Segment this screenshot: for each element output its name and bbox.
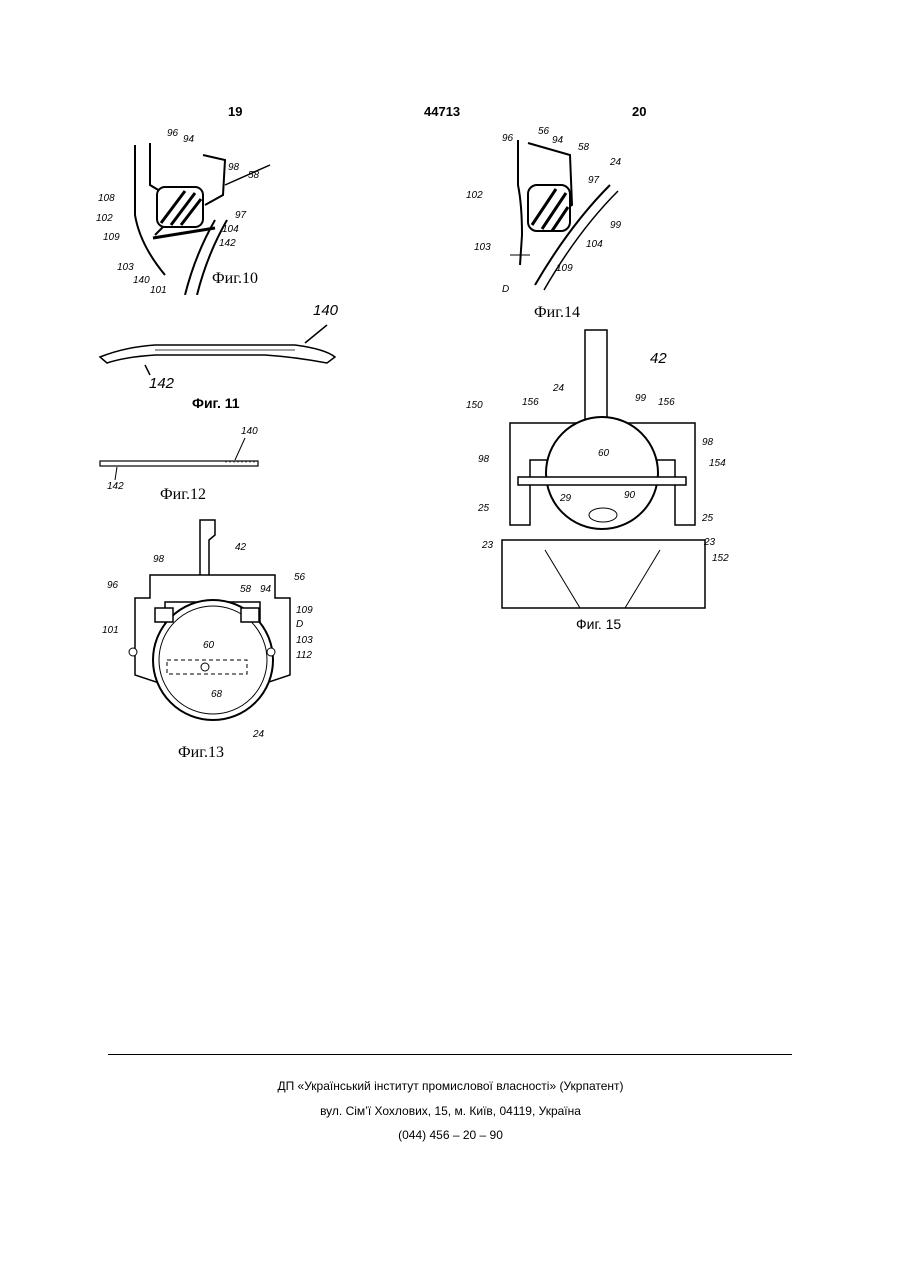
- fig10-label: 96: [167, 128, 179, 139]
- fig15-label: 24: [552, 383, 565, 394]
- figure-13-drawing: 42 98 96 58 94 56 109 101 D 103 112 60 6…: [95, 510, 325, 740]
- fig14-label: D: [502, 284, 509, 295]
- fig15-label: 98: [478, 454, 490, 465]
- figure-15-caption: Фиг. 15: [576, 616, 621, 632]
- fig13-label: 24: [252, 729, 265, 740]
- fig14-label: 97: [588, 175, 600, 186]
- fig14-label: 102: [466, 190, 483, 201]
- fig14-label: 104: [586, 239, 603, 250]
- fig10-label: 109: [103, 232, 120, 243]
- fig10-label: 101: [150, 285, 167, 295]
- fig14-label: 56: [538, 126, 550, 137]
- figure-12-drawing: 140 142: [95, 420, 275, 490]
- fig14-label: 24: [609, 157, 622, 168]
- fig14-label: 58: [578, 142, 590, 153]
- fig13-label: 103: [296, 635, 313, 646]
- figure-14-drawing: 96 56 94 58 24 102 97 99 104 103 109 D: [460, 125, 640, 300]
- fig13-label: 68: [211, 689, 223, 700]
- fig10-label: 104: [222, 224, 239, 235]
- fig15-label: 23: [481, 540, 494, 551]
- fig10-label: 108: [98, 193, 115, 204]
- left-page-number: 19: [228, 104, 242, 119]
- fig10-label: 58: [248, 170, 260, 181]
- fig13-label: 56: [294, 572, 306, 583]
- fig15-label: 152: [712, 553, 729, 564]
- fig15-label: 60: [598, 448, 610, 459]
- figure-14-caption: Фиг.14: [534, 304, 580, 322]
- fig10-label: 98: [228, 162, 240, 173]
- fig15-label: 25: [701, 513, 714, 524]
- fig15-label: 90: [624, 490, 636, 501]
- fig12-label: 142: [107, 481, 124, 490]
- fig10-label: 103: [117, 262, 134, 273]
- fig13-label: D: [296, 619, 303, 630]
- figure-11-drawing: 140 142: [95, 295, 345, 395]
- figure-15-drawing: 42 150 24 99 156 156 98 60 98 154 29 90 …: [460, 325, 750, 615]
- figure-12-caption: Фиг.12: [160, 486, 206, 504]
- fig10-label: 102: [96, 213, 113, 224]
- fig13-label: 96: [107, 580, 119, 591]
- fig15-label: 156: [658, 397, 675, 408]
- fig15-label: 99: [635, 393, 647, 404]
- fig13-label: 58: [240, 584, 252, 595]
- figure-13-caption: Фиг.13: [178, 744, 224, 762]
- fig14-label: 103: [474, 242, 491, 253]
- footer-divider: [108, 1054, 792, 1055]
- fig13-label: 60: [203, 640, 215, 651]
- fig14-label: 99: [610, 220, 622, 231]
- fig13-label: 101: [102, 625, 119, 636]
- fig10-label: 94: [183, 134, 195, 145]
- footer-publisher: ДП «Український інститут промислової вла…: [0, 1079, 901, 1093]
- fig14-label: 109: [556, 263, 573, 274]
- fig10-label: 97: [235, 210, 247, 221]
- fig10-label: 140: [133, 275, 150, 286]
- fig13-label: 42: [235, 542, 247, 553]
- footer-phone: (044) 456 – 20 – 90: [0, 1128, 901, 1142]
- fig15-label: 25: [477, 503, 490, 514]
- fig15-label: 156: [522, 397, 539, 408]
- fig14-label: 94: [552, 135, 564, 146]
- footer-address: вул. Сім’ї Хохлових, 15, м. Київ, 04119,…: [0, 1104, 901, 1118]
- fig13-label: 98: [153, 554, 165, 565]
- fig15-label: 23: [703, 537, 716, 548]
- fig13-label: 112: [296, 650, 312, 661]
- fig13-label: 109: [296, 605, 313, 616]
- fig12-label: 140: [241, 426, 258, 437]
- fig15-label: 42: [650, 350, 667, 367]
- fig14-label: 96: [502, 133, 514, 144]
- fig15-label: 154: [709, 458, 726, 469]
- right-page-number: 20: [632, 104, 646, 119]
- fig13-label: 94: [260, 584, 272, 595]
- fig11-label: 142: [149, 375, 175, 392]
- fig15-label: 98: [702, 437, 714, 448]
- fig15-label: 150: [466, 400, 483, 411]
- figure-11-caption: Фиг. 11: [192, 395, 240, 411]
- fig15-label: 29: [559, 493, 572, 504]
- fig11-label: 140: [313, 302, 339, 319]
- patent-number: 44713: [424, 104, 460, 119]
- figure-10-caption: Фиг.10: [212, 270, 258, 288]
- fig10-label: 142: [219, 238, 236, 249]
